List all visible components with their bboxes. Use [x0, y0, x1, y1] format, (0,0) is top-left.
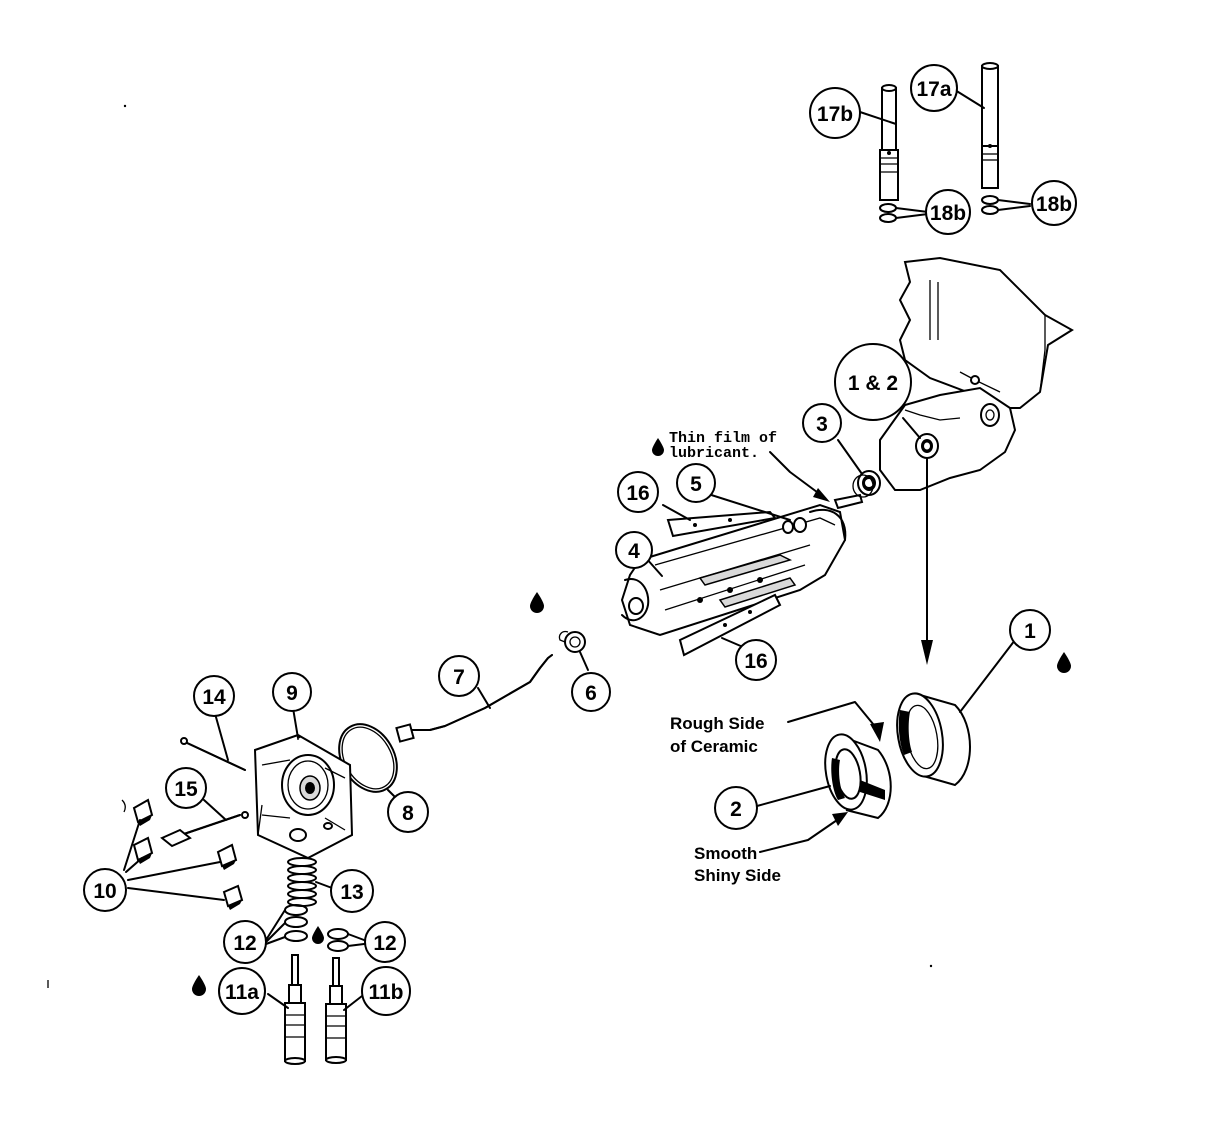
lubricant-drop-icon — [530, 592, 544, 613]
svg-text:1: 1 — [1024, 620, 1036, 643]
part-14-pin — [180, 737, 246, 771]
part-13-spring — [287, 857, 317, 907]
svg-text:17a: 17a — [916, 78, 951, 101]
callout-1-and-2: 1 & 2 — [834, 343, 912, 421]
hopper-housing — [879, 256, 1074, 491]
svg-text:10: 10 — [93, 880, 116, 903]
part-17a-shaft — [981, 62, 999, 189]
svg-text:7: 7 — [453, 666, 465, 689]
part-1-seal-cup — [896, 692, 971, 787]
svg-text:Rough Side: Rough Side — [670, 714, 764, 733]
part-6-bushing — [558, 630, 586, 653]
svg-text:of Ceramic: of Ceramic — [670, 737, 758, 756]
part-17b-shaft — [879, 84, 899, 201]
callout-11a: 11a — [218, 967, 266, 1015]
part-10-clips — [132, 798, 244, 910]
svg-text:1 & 2: 1 & 2 — [848, 372, 898, 395]
svg-text:12: 12 — [233, 932, 256, 955]
callout-5: 5 — [676, 463, 716, 503]
callout-16-lower: 16 — [735, 639, 777, 681]
svg-text:3: 3 — [816, 413, 828, 436]
lubricant-drop-icon — [1057, 652, 1071, 673]
callout-10: 10 — [83, 868, 127, 912]
callout-2: 2 — [714, 786, 758, 830]
svg-text:2: 2 — [730, 798, 742, 821]
callout-12-right: 12 — [364, 921, 406, 963]
svg-text:12: 12 — [373, 932, 396, 955]
svg-text:11b: 11b — [368, 981, 403, 1004]
svg-text:5: 5 — [690, 473, 702, 496]
svg-text:17b: 17b — [817, 103, 853, 126]
svg-text:Thin film of: Thin film of — [669, 430, 777, 447]
svg-text:9: 9 — [286, 682, 298, 705]
callout-17a: 17a — [910, 64, 958, 112]
part-12-orings-left — [284, 904, 308, 942]
svg-text:16: 16 — [626, 482, 649, 505]
svg-text:13: 13 — [340, 881, 363, 904]
svg-text:14: 14 — [202, 686, 226, 709]
lubricant-drop-icon — [312, 926, 324, 944]
rotor-assembly — [620, 493, 864, 637]
part-18b-orings-right — [981, 195, 1031, 215]
callout-13: 13 — [330, 869, 374, 913]
smooth-side-note: Smooth Shiny Side — [694, 844, 781, 885]
callout-15: 15 — [165, 767, 207, 809]
part-11a-valve — [284, 954, 306, 1065]
svg-text:Shiny Side: Shiny Side — [694, 866, 781, 885]
part-12-orings-right — [327, 928, 349, 952]
svg-text:16: 16 — [744, 650, 767, 673]
callout-12-left: 12 — [223, 920, 267, 964]
callout-11b: 11b — [361, 966, 411, 1016]
lubricant-drop-icon — [652, 438, 664, 456]
svg-text:11a: 11a — [225, 981, 259, 1004]
svg-text:18b: 18b — [1036, 193, 1072, 216]
part-18b-orings-left — [879, 203, 929, 223]
svg-text:8: 8 — [402, 802, 414, 825]
lubricant-drop-icon — [192, 975, 206, 996]
part-7-shaft-rod — [395, 654, 553, 743]
callout-8: 8 — [387, 791, 429, 833]
part-9-end-plate — [253, 733, 354, 860]
callout-9: 9 — [272, 672, 312, 712]
part-11b-valve — [325, 957, 347, 1064]
svg-text:15: 15 — [174, 778, 198, 801]
part-2-ceramic-ring — [824, 733, 892, 820]
callout-4: 4 — [615, 531, 653, 569]
svg-text:6: 6 — [585, 682, 597, 705]
part-15-lever — [160, 811, 249, 848]
callout-7: 7 — [438, 655, 480, 697]
callout-16-upper: 16 — [617, 471, 659, 513]
part-3-bushing — [852, 470, 881, 498]
callout-14: 14 — [193, 675, 235, 717]
svg-text:Smooth: Smooth — [694, 844, 757, 863]
svg-text:18b: 18b — [930, 202, 966, 225]
svg-text:4: 4 — [628, 540, 640, 563]
lubricant-note: Thin film of lubricant. — [669, 430, 777, 462]
callout-6: 6 — [571, 672, 611, 712]
callout-1: 1 — [1009, 609, 1051, 651]
part-16-blade-upper — [666, 510, 777, 538]
callout-18b-left: 18b — [925, 189, 971, 235]
rough-side-note: Rough Side of Ceramic — [670, 714, 764, 756]
callout-18b-right: 18b — [1031, 180, 1077, 226]
part-16-blade-lower — [678, 593, 782, 657]
svg-text:lubricant.: lubricant. — [669, 445, 759, 462]
callout-3: 3 — [802, 403, 842, 443]
callout-17b: 17b — [809, 87, 861, 139]
